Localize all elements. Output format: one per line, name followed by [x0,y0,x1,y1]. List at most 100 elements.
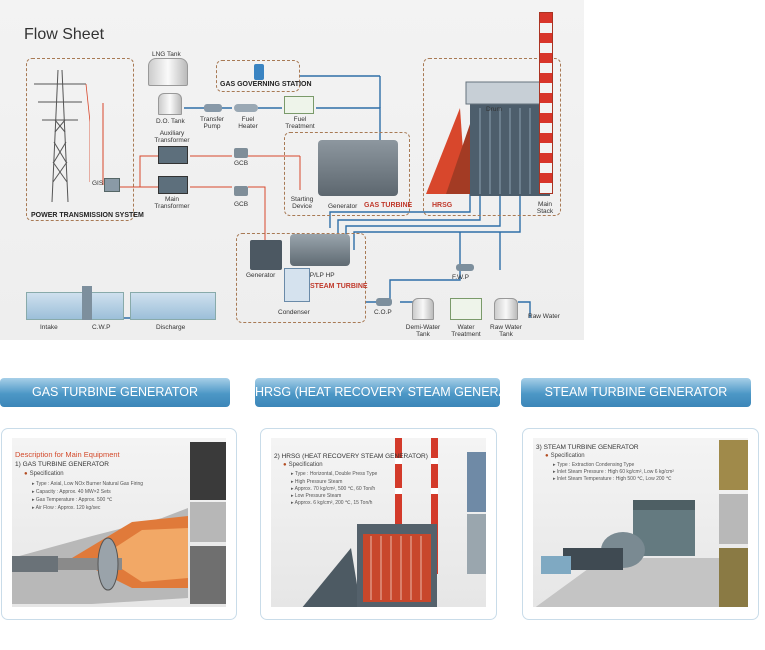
card-spec-item: Air Flow : Approx. 120 kg/sec [32,505,101,511]
tab-label: HRSG (HEAT RECOVERY STEAM GENERATOR [255,385,500,399]
card-spec-item: Inlet Steam Temperature : High 500 ℃, Lo… [553,476,672,482]
hrsg-box [423,58,561,216]
steam-turbine-illustration [535,440,748,607]
main-stack-label: Main Stack [536,201,554,216]
steam-turbine-box [236,233,366,323]
card-spec-label: Specification [24,471,64,477]
hrsg-card[interactable]: 2) HRSG (HEAT RECOVERY STEAM GENERATOR) … [260,428,497,620]
tab-pointer [466,406,478,407]
transfer-pump-label: Transfer Pump [200,116,224,131]
generator-gt-label: Generator [328,203,358,210]
tab-pointer [196,406,208,407]
gas-turbine-card[interactable]: Description for Main Equipment 1) GAS TU… [1,428,237,620]
raw-water-tank-label: Raw Water Tank [490,324,522,339]
power-transmission-box [26,58,134,221]
gas-turbine-illustration [12,442,226,604]
raw-water-label: Raw Water [528,313,560,320]
fwp-label: F.W.P [452,274,469,281]
raw-water-tank-icon [494,298,518,320]
card-spec-item: Capacity : Approx. 40 MW×2 Sets [32,489,111,495]
hrsg-label: HRSG [432,202,453,209]
starting-device-label: Starting Device [290,196,314,211]
card-spec-item: Type : Extraction Condensing Type [553,462,634,468]
card-spec-item: Inlet Steam Pressure : High 60 kg/cm², L… [553,469,674,475]
main-stack-icon [539,12,553,194]
card-image: 3) STEAM TURBINE GENERATOR Specification… [533,438,748,607]
tab-gas-turbine-generator[interactable]: GAS TURBINE GENERATOR [0,378,230,407]
gcb-bottom-label: GCB [234,201,249,208]
intake-basin-icon [26,292,124,320]
card-spec-item: High Pressure Steam [291,479,343,485]
card-spec-item: Approx. 70 kg/cm², 500 ℃, 60 Ton/h [291,486,376,492]
card-spec-item: Type : Horizontal, Double Press Type [291,471,377,477]
flow-sheet-title: Flow Sheet [24,26,105,43]
gas-turbine-label: GAS TURBINE [364,202,413,209]
lng-tank-label: LNG Tank [152,51,181,58]
generator-st-label: Generator [246,272,276,279]
card-spec-item: Type : Axial, Low NOx Burner Natural Gas… [32,481,143,487]
demi-water-tank-label: Demi-Water Tank [405,324,441,339]
card-image: 2) HRSG (HEAT RECOVERY STEAM GENERATOR) … [271,438,486,607]
tab-pointer [717,406,729,407]
cop-icon [376,298,392,306]
card-spec-item: Low Pressure Steam [291,493,341,499]
do-tank-icon [158,93,182,115]
intake-label: Intake [40,324,58,331]
card-subtitle: 2) HRSG (HEAT RECOVERY STEAM GENERATOR) [274,453,428,460]
transfer-pump-icon [204,104,222,112]
gas-turbine-box [284,132,410,216]
power-transmission-label: POWER TRANSMISSION SYSTEM [31,212,144,219]
discharge-basin-icon [130,292,216,320]
gcb-top-label: GCB [234,160,249,167]
gis-label: GIS [92,180,104,187]
gas-governing-box [216,60,300,92]
transmission-tower-icon [34,69,90,203]
cop-label: C.O.P [374,309,392,316]
gas-turbine-icon [318,140,398,196]
card-image: Description for Main Equipment 1) GAS TU… [12,438,226,607]
card-spec-label: Specification [545,453,585,459]
gas-station-icon [254,64,264,80]
discharge-label: Discharge [156,324,186,331]
cwp-pump-icon [82,286,92,320]
water-treatment-label: Water Treatment [451,324,481,339]
condenser-label: Condenser [278,309,310,316]
card-spec-item: Gas Temperature : Approx. 500 ℃ [32,497,112,503]
steam-turbine-card[interactable]: 3) STEAM TURBINE GENERATOR Specification… [522,428,759,620]
do-tank-label: D.O. Tank [156,118,185,125]
drum-label: Drum [486,106,502,113]
steam-turbine-icon [290,234,350,266]
card-spec-item: Approx. 6 kg/cm², 200 ℃, 15 Ton/h [291,500,373,506]
ip-lp-hp-label: IP/LP HP [308,272,335,279]
gcb-top-icon [234,148,248,158]
tab-hrsg[interactable]: HRSG (HEAT RECOVERY STEAM GENERATOR [255,378,500,407]
aux-transformer-icon [158,146,188,164]
aux-transformer-label: Auxiliary Transformer [154,130,190,145]
tab-steam-turbine-generator[interactable]: STEAM TURBINE GENERATOR [521,378,751,407]
hrsg-icon [426,81,550,196]
hrsg-illustration [302,438,486,607]
card-subtitle: 3) STEAM TURBINE GENERATOR [536,444,639,451]
steam-turbine-label: STEAM TURBINE [310,283,368,290]
fuel-treatment-label: Fuel Treatment [285,116,315,131]
fuel-heater-icon [234,104,258,112]
card-subtitle: 1) GAS TURBINE GENERATOR [15,461,109,468]
fwp-icon [456,264,474,271]
gis-unit [104,178,120,192]
main-transformer-icon [158,176,188,194]
generator-st-icon [250,240,282,270]
flow-sheet-panel: Flow Sheet [0,0,584,340]
tab-label: GAS TURBINE GENERATOR [31,385,198,399]
card-spec-label: Specification [283,462,323,468]
card-heading: Description for Main Equipment [15,450,120,459]
water-treatment-icon [450,298,482,320]
gas-governing-label: GAS GOVERNING STATION [220,81,312,88]
tab-label: STEAM TURBINE GENERATOR [544,385,728,399]
fuel-treatment-icon [284,96,314,114]
demi-water-tank-icon [412,298,434,320]
fuel-heater-label: Fuel Heater [238,116,258,131]
main-transformer-label: Main Transformer [154,196,190,211]
gcb-bottom-icon [234,186,248,196]
condenser-icon [284,268,310,302]
cwp-label: C.W.P [92,324,111,331]
